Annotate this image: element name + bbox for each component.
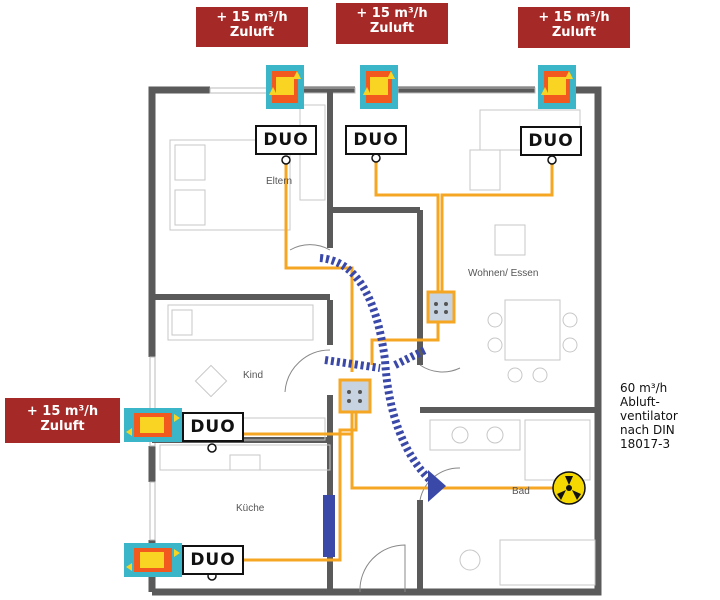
kitchen-vent <box>323 495 335 557</box>
duo-unit-wohnen-left: DUO <box>345 125 407 155</box>
duo-unit-wohnen-right: DUO <box>520 126 582 156</box>
duct-lines <box>224 160 555 562</box>
distribution-boxes <box>338 290 456 414</box>
room-label-bad: Bad <box>512 486 530 497</box>
duo-nozzles <box>207 153 557 581</box>
room-label-wohnen: Wohnen/ Essen <box>468 268 539 279</box>
airflow-arrowhead <box>428 470 446 502</box>
exhaust-fan-icon <box>552 471 586 505</box>
room-label-kueche: Küche <box>236 503 265 514</box>
airflow-arrows <box>319 254 433 483</box>
heat-exchanger-icons <box>124 65 576 577</box>
exhaust-note: 60 m³/h Abluft- ventilator nach DIN 1801… <box>620 381 678 451</box>
duo-unit-kind: DUO <box>182 412 244 442</box>
window-frames <box>149 87 536 541</box>
room-label-kind: Kind <box>243 370 264 381</box>
duo-unit-eltern: DUO <box>255 125 317 155</box>
duo-unit-kueche: DUO <box>182 545 244 575</box>
room-label-eltern: Eltern <box>266 176 293 187</box>
